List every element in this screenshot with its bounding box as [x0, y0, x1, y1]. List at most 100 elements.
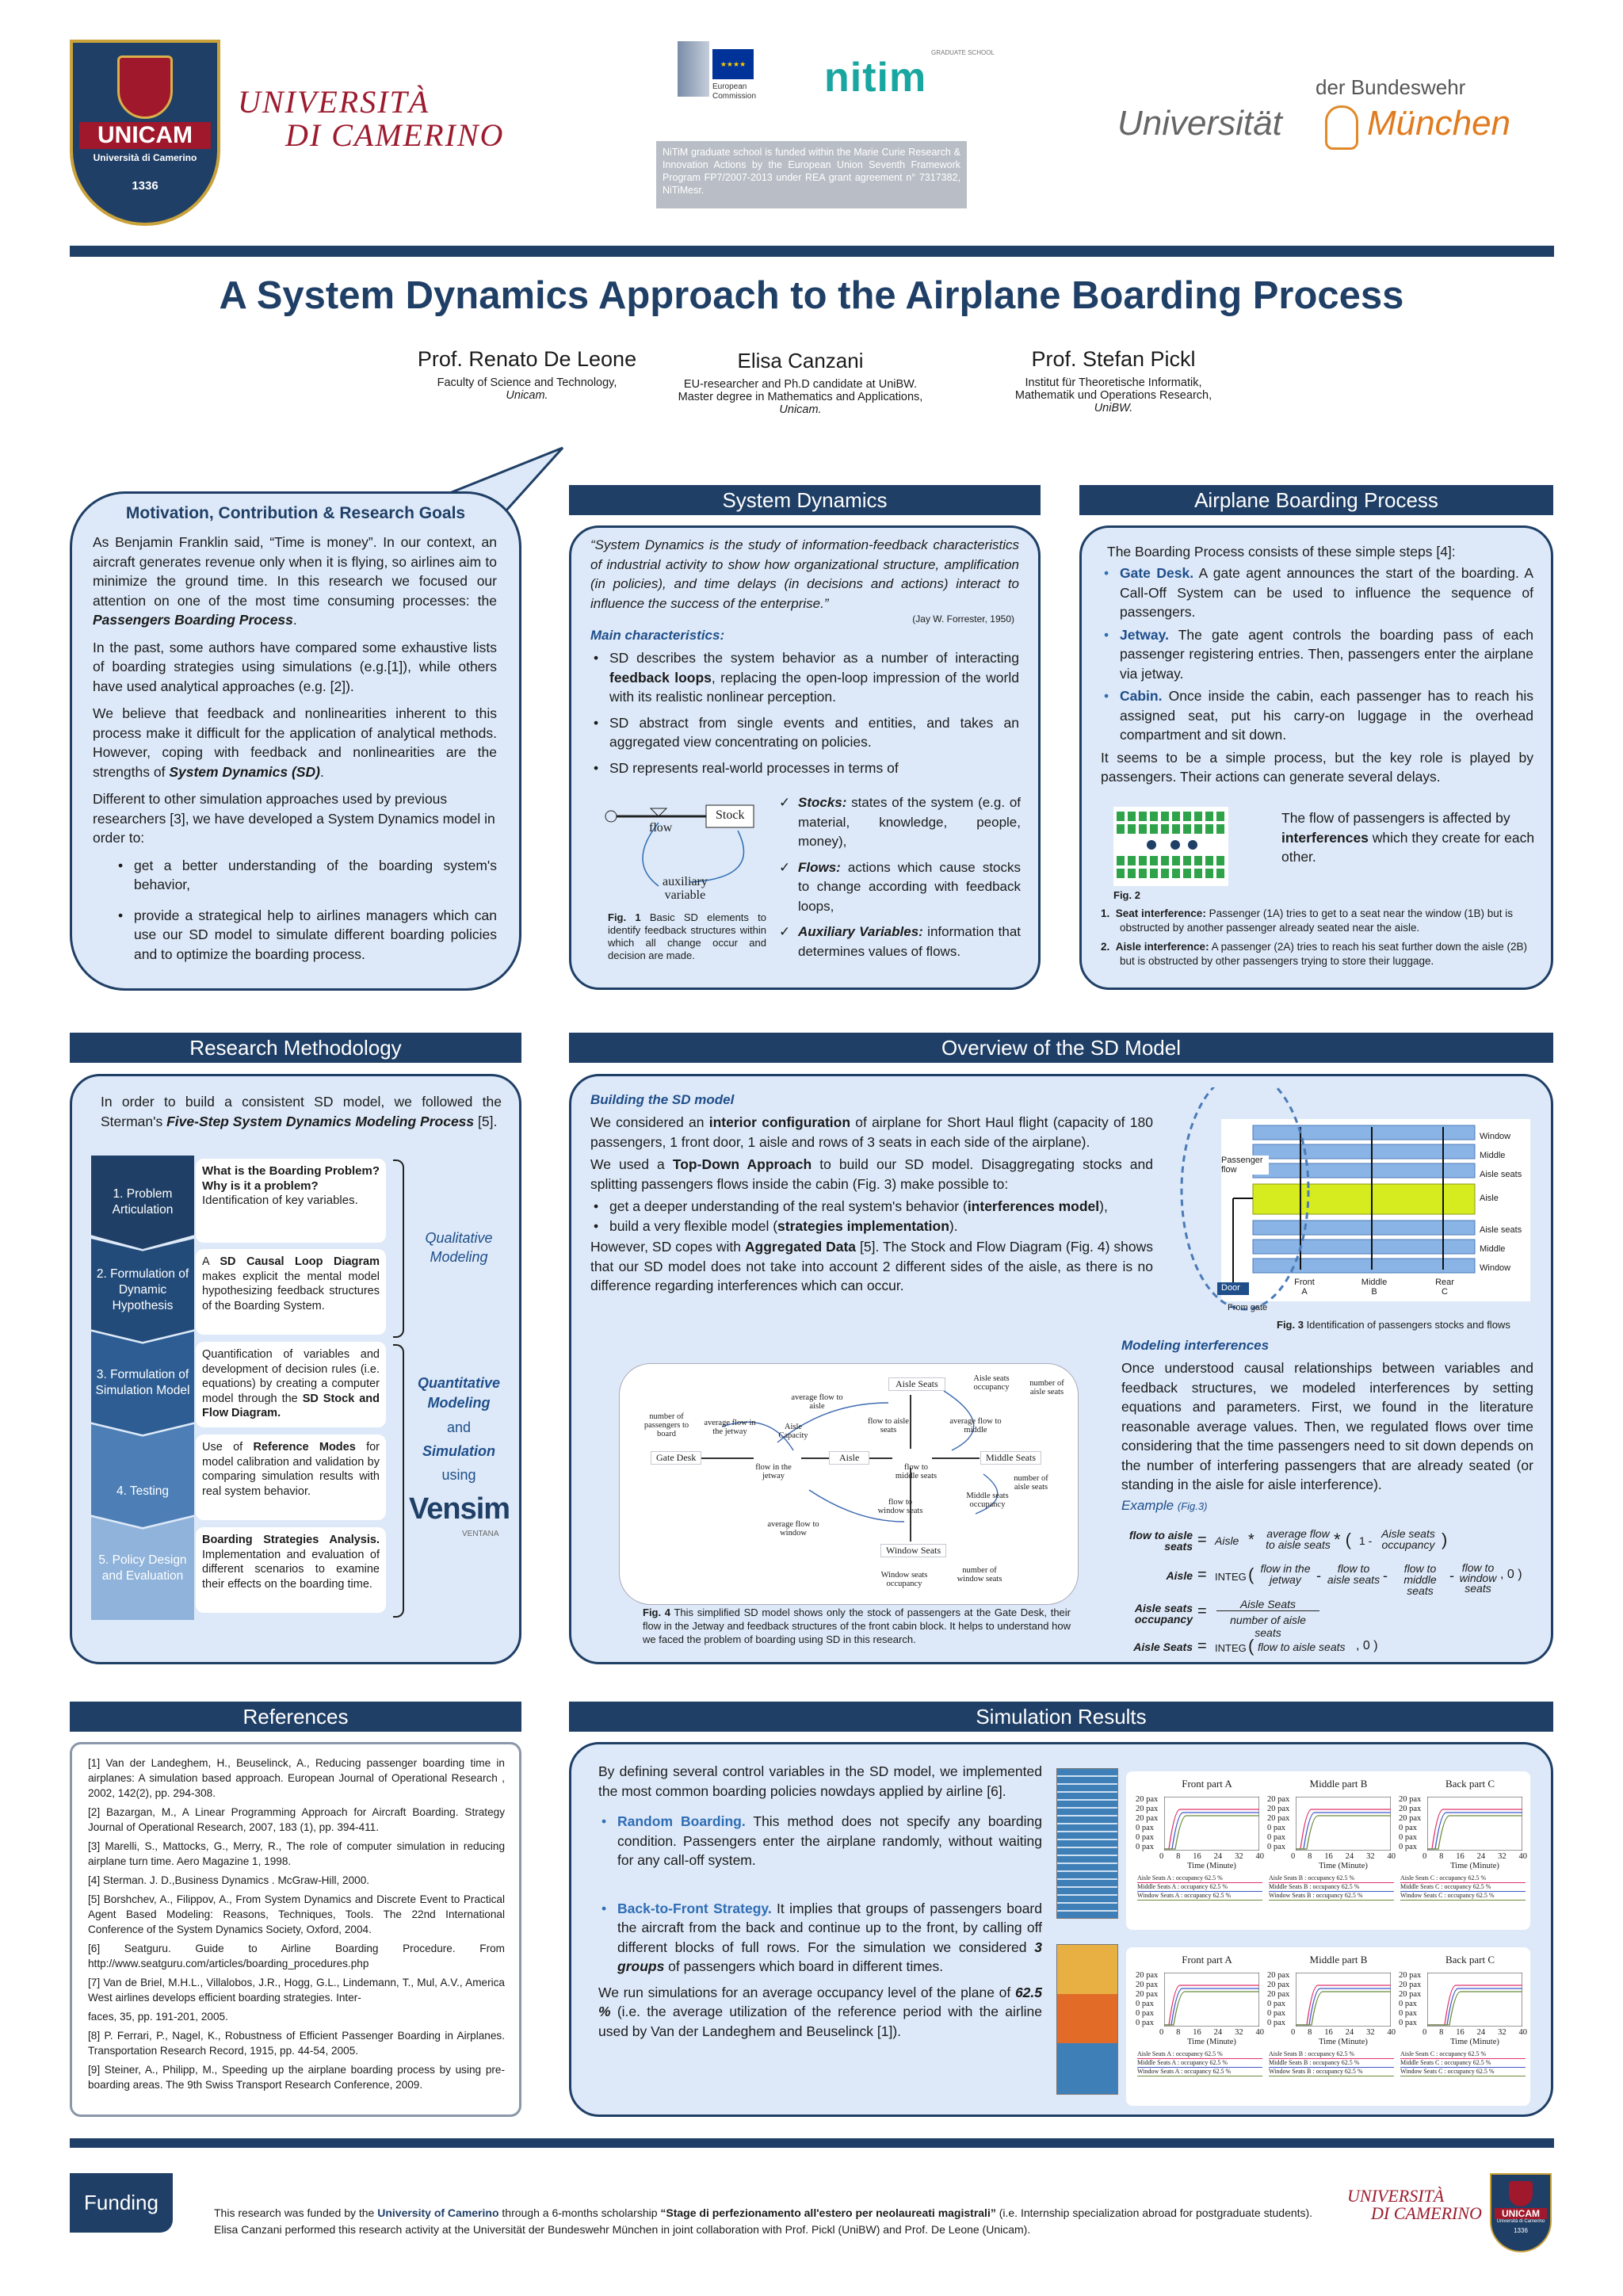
- list-item: provide a strategical help to airlines m…: [115, 906, 497, 965]
- author-name: Elisa Canzani: [737, 349, 864, 372]
- list-item: Auxiliary Variables: information that de…: [779, 923, 1021, 961]
- sd-quote-author: (Jay W. Forrester, 1950): [912, 613, 1014, 625]
- list-item: 2. Aisle interference: A passenger (2A) …: [1101, 941, 1528, 967]
- legend-entry: Middle Seats C : occupancy 62.5 %: [1400, 1883, 1526, 1892]
- fig4-label: average flow to window: [767, 1520, 819, 1538]
- sd-quote: “System Dynamics is the study of informa…: [590, 537, 1019, 611]
- eq1-occ: Aisle seats occupancy: [1381, 1527, 1435, 1551]
- list-item: SD represents real-world processes in te…: [590, 758, 1019, 778]
- legend-entry: Aisle Seats A : occupancy 62.5 %: [1137, 1874, 1262, 1883]
- reference-item: [9] Steiner, A., Philipp, M., Speeding u…: [88, 2064, 505, 2091]
- fig4-label: Aisle Capacity: [778, 1423, 808, 1440]
- reference-item: [8] P. Ferrari, P., Nagel, K., Robustnes…: [88, 2030, 505, 2057]
- legend-entry: Window Seats C : occupancy 62.5 %: [1400, 2068, 1526, 2076]
- y-tick-label: 0 pax: [1136, 1824, 1155, 1832]
- x-axis-label: Time (Minute): [1319, 1862, 1368, 1870]
- btf-results-charts: [1126, 1947, 1530, 2106]
- passenger-flow-label: Passenger flow: [1221, 1156, 1269, 1175]
- fig2-label: Fig. 2: [1113, 889, 1140, 901]
- x-tick-label: 24: [1345, 1852, 1354, 1861]
- methodology-panel: In order to build a consistent SD model,…: [70, 1074, 521, 1664]
- unicam-crest-icon: [1509, 2181, 1533, 2206]
- chart-plot: [1427, 1973, 1522, 2027]
- nitim-logo: nitim: [824, 55, 927, 101]
- x-tick-label: 8: [1439, 2028, 1444, 2037]
- using-label: using: [441, 1467, 476, 1483]
- unicam-logo-sub: Università di Camerino: [93, 152, 197, 163]
- chart-title: Front part A: [1182, 1954, 1232, 1966]
- aisle-seats-stock: Aisle Seats: [888, 1377, 945, 1391]
- middle-seats-stock: Middle Seats: [980, 1451, 1041, 1465]
- x-tick-label: 32: [1498, 1852, 1507, 1861]
- system-dynamics-header: System Dynamics: [569, 485, 1041, 515]
- y-tick-label: 20 pax: [1267, 1981, 1290, 1989]
- chart-title: Front part A: [1182, 1778, 1232, 1790]
- fig4-label: flow to window seats: [877, 1498, 923, 1515]
- methodology-intro: In order to build a consistent SD model,…: [101, 1094, 502, 1129]
- y-tick-label: 0 pax: [1267, 2019, 1286, 2027]
- step-2-label: 2. Formulation of Dynamic Hypothesis: [91, 1239, 194, 1342]
- fig4-label: average flow in the jetway: [704, 1419, 756, 1436]
- series-line: [1427, 1991, 1522, 2026]
- chart-title: Middle part B: [1309, 1954, 1368, 1966]
- building-heading: Building the SD model: [590, 1092, 735, 1107]
- reference-item: [4] Sterman. J. D.,Business Dynamics . M…: [88, 1874, 370, 1886]
- plot-frame: [1164, 1973, 1259, 2027]
- overview-p1: We considered an interior configuration …: [590, 1114, 1153, 1150]
- x-tick-label: 40: [1387, 1852, 1396, 1861]
- fig3-caption: Fig. 3 Identification of passengers stoc…: [1277, 1319, 1510, 1331]
- x-tick-label: 40: [1255, 1852, 1264, 1861]
- x-tick-label: 40: [1518, 1852, 1527, 1861]
- list-item: Stocks: states of the system (e.g. of ma…: [779, 793, 1021, 852]
- unicam-logo-year: 1336: [132, 179, 158, 193]
- x-tick-label: 24: [1476, 2028, 1486, 2037]
- plot-frame: [1427, 1797, 1522, 1851]
- unibw-emblem-icon: [1325, 105, 1358, 150]
- diagram-aux-label: auxiliary variable: [663, 875, 708, 902]
- sd-diagram: flow Stock auxiliary variable: [603, 799, 777, 910]
- row-label: Window: [1480, 1132, 1511, 1141]
- list-item: Random Boarding. This method does not sp…: [598, 1812, 1042, 1870]
- x-tick-label: 32: [1235, 1852, 1243, 1861]
- x-tick-label: 24: [1476, 1852, 1486, 1861]
- y-tick-label: 20 pax: [1267, 1805, 1290, 1813]
- row-label: Aisle seats: [1480, 1225, 1522, 1235]
- x-axis-label: Time (Minute): [1450, 2038, 1499, 2046]
- eu-flag-icon: ★★★★: [712, 49, 754, 79]
- funding-tab: Funding: [70, 2173, 173, 2233]
- row-label: Aisle seats: [1480, 1170, 1522, 1179]
- row-label: Middle: [1480, 1151, 1506, 1160]
- chart-plot: [1164, 1797, 1259, 1851]
- fig4-label: number of window seats: [957, 1566, 1002, 1584]
- y-tick-label: 0 pax: [1136, 1833, 1155, 1842]
- front-label: Front A: [1294, 1278, 1315, 1297]
- system-dynamics-panel: “System Dynamics is the study of informa…: [569, 525, 1041, 990]
- fig4-label: flow to aisle seats: [868, 1417, 909, 1435]
- author-name: Prof. Renato De Leone: [417, 347, 637, 371]
- ec-label-1: European: [712, 82, 747, 91]
- unicam-logo-name: UNICAM: [79, 122, 211, 149]
- eq2-integ: INTEG: [1215, 1571, 1247, 1583]
- from-gate-label: From gate: [1228, 1303, 1268, 1312]
- y-tick-label: 0 pax: [1399, 1833, 1418, 1842]
- x-tick-label: 16: [1193, 1852, 1201, 1861]
- y-tick-label: 20 pax: [1136, 1971, 1159, 1980]
- reference-item: [7] Van de Briel, M.H.L., Villalobos, J.…: [88, 1977, 505, 2004]
- y-tick-label: 20 pax: [1267, 1990, 1290, 1999]
- eq2-d: flow to window seats: [1459, 1561, 1497, 1595]
- quantitative-label: Quantitative Modeling: [417, 1375, 501, 1411]
- plot-frame: [1427, 1973, 1522, 2027]
- y-tick-label: 0 pax: [1136, 2009, 1155, 2018]
- x-tick-label: 16: [1456, 2028, 1465, 2037]
- example-label: Example (Fig.3): [1121, 1497, 1208, 1513]
- eq1-one: 1 -: [1359, 1534, 1373, 1547]
- header-rule: [70, 246, 1554, 257]
- fig4-label: Aisle seats occupancy: [973, 1374, 1010, 1392]
- motivation-p3: We believe that feedback and nonlinearit…: [93, 705, 497, 780]
- step-5-box: Boarding Strategies Analysis. Implementa…: [196, 1527, 386, 1613]
- x-tick-label: 16: [1456, 1852, 1465, 1861]
- step-2-box: A SD Causal Loop Diagram makes explicit …: [196, 1249, 386, 1335]
- y-tick-label: 0 pax: [1267, 1824, 1286, 1832]
- list-item: Gate Desk. A gate agent announces the st…: [1101, 563, 1533, 622]
